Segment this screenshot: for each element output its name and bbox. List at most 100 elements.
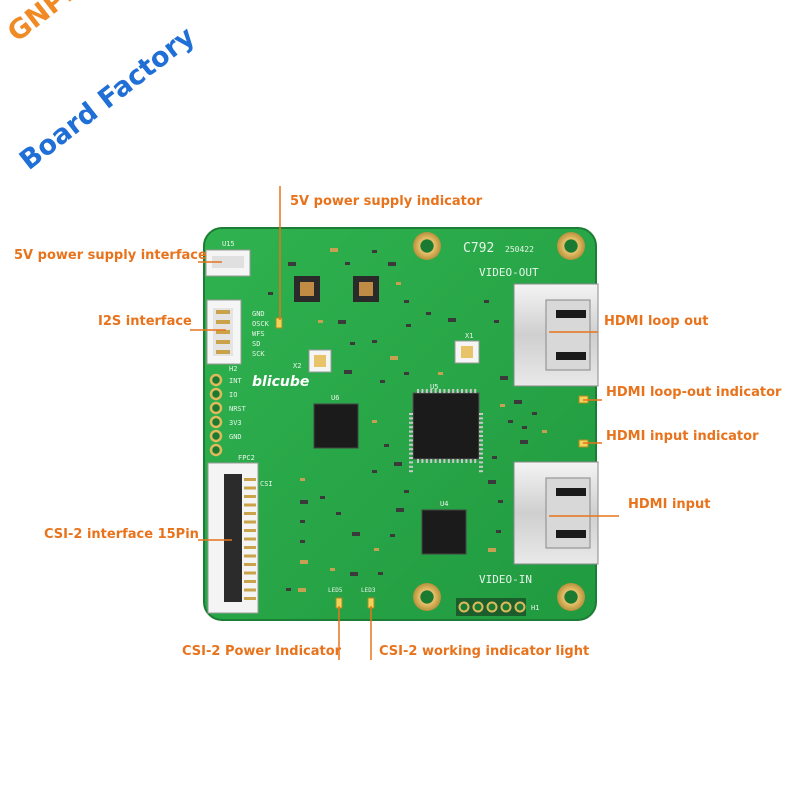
smd-component <box>300 520 305 523</box>
ic-pin <box>479 448 483 451</box>
power-connector-label: U15 <box>222 240 235 248</box>
ic-pin <box>479 439 483 442</box>
fpc-pin <box>244 588 256 592</box>
smd-component <box>522 426 527 429</box>
h2-pad <box>209 387 223 401</box>
smd-component <box>496 530 501 533</box>
label-csi2-power-indicator: CSI-2 Power Indicator <box>182 644 342 659</box>
led5-label: LED5 <box>328 587 343 594</box>
ic-pin <box>479 413 483 415</box>
label-hdmi-loop-out: HDMI loop out <box>604 314 709 329</box>
mounting-hole <box>413 583 441 611</box>
ic-pin <box>474 459 477 463</box>
ic-pin <box>479 435 483 437</box>
ic-pin <box>421 389 424 393</box>
inductor-core <box>359 282 373 296</box>
fpc-label: FPC2 <box>238 454 255 462</box>
csi-fpc-slot <box>224 474 242 602</box>
smd-component <box>300 500 308 504</box>
ic-pin <box>456 459 459 463</box>
board-model: C792 <box>463 241 494 256</box>
fpc-pin <box>244 512 256 515</box>
ic-pin <box>465 459 468 463</box>
ic-pin <box>409 435 413 437</box>
smd-component <box>438 372 443 375</box>
smd-component <box>396 282 401 285</box>
ic-pin <box>443 459 446 463</box>
fpc-pin <box>244 486 256 490</box>
ic-pin <box>474 389 477 393</box>
smd-component <box>300 560 308 564</box>
smd-component <box>394 462 402 466</box>
ic-pin <box>465 389 468 393</box>
smd-component <box>498 500 503 503</box>
ic-pin <box>439 389 441 393</box>
ic-pin <box>434 459 437 463</box>
h2-pin-label: INT <box>229 377 242 385</box>
label-csi2-interface: CSI-2 interface 15Pin <box>44 527 199 542</box>
ic-pin <box>409 452 413 455</box>
u4-label: U4 <box>440 500 448 508</box>
power-connector-slot <box>212 256 244 268</box>
ic-u6 <box>313 403 359 449</box>
mounting-hole <box>557 583 585 611</box>
smd-component <box>378 572 383 575</box>
label-hdmi-loop-out-indicator: HDMI loop-out indicator <box>606 385 782 400</box>
ic-pin <box>479 426 483 429</box>
ic-pin <box>409 443 413 446</box>
smd-component <box>500 404 505 407</box>
smd-component <box>520 440 528 444</box>
i2s-pin-label: WFS <box>252 330 265 338</box>
smd-component <box>390 534 395 537</box>
i2s-pin <box>216 310 230 314</box>
ic-pin <box>409 439 413 442</box>
fpc-pin <box>244 495 256 498</box>
ic-pin <box>479 421 483 424</box>
smd-component <box>488 480 496 484</box>
smd-component <box>532 412 537 415</box>
i2s-pin-label: GND <box>252 310 265 318</box>
ic-pin <box>409 465 413 468</box>
i2s-pin-label: SD <box>252 340 260 348</box>
fpc-pin <box>244 597 256 600</box>
smd-component <box>374 548 379 551</box>
smd-component <box>372 340 377 343</box>
fpc-pin <box>244 529 256 532</box>
ic-pin <box>430 459 433 463</box>
ic-pin <box>409 448 413 451</box>
i2s-pin-label: OSCK <box>252 320 270 328</box>
label-power-interface: 5V power supply interface <box>14 248 207 263</box>
h2-pad <box>209 401 223 415</box>
ic-pin <box>461 459 463 463</box>
ic-u4 <box>421 509 467 555</box>
csi-label: CSI <box>260 480 273 488</box>
smd-component <box>380 380 385 383</box>
smd-component <box>352 532 360 536</box>
smd-component <box>286 588 291 591</box>
ic-pin <box>479 461 483 464</box>
crystal-x1-core <box>461 346 473 358</box>
power-led <box>275 317 283 329</box>
ic-pin <box>447 459 450 463</box>
ic-pin <box>479 457 483 459</box>
h1-pad <box>514 601 526 613</box>
i2s-pin <box>216 330 230 334</box>
blicube-logo: blicube <box>252 374 309 390</box>
smd-component <box>388 262 396 266</box>
smd-component <box>298 588 306 592</box>
h2-pin-label: NRST <box>229 405 247 413</box>
h2-label: H2 <box>229 365 237 373</box>
fpc-pin <box>244 478 256 481</box>
x1-label: X1 <box>465 332 473 340</box>
ic-pin <box>430 389 433 393</box>
ic-pin <box>425 459 428 463</box>
h1-pad <box>472 601 484 613</box>
label-csi2-working-indicator: CSI-2 working indicator light <box>379 644 590 659</box>
smd-component <box>268 292 273 295</box>
smd-component <box>488 548 496 552</box>
ic-pin <box>409 421 413 424</box>
ic-pin <box>461 389 463 393</box>
h2-pin-label: GND <box>229 433 242 441</box>
smd-component <box>492 456 497 459</box>
